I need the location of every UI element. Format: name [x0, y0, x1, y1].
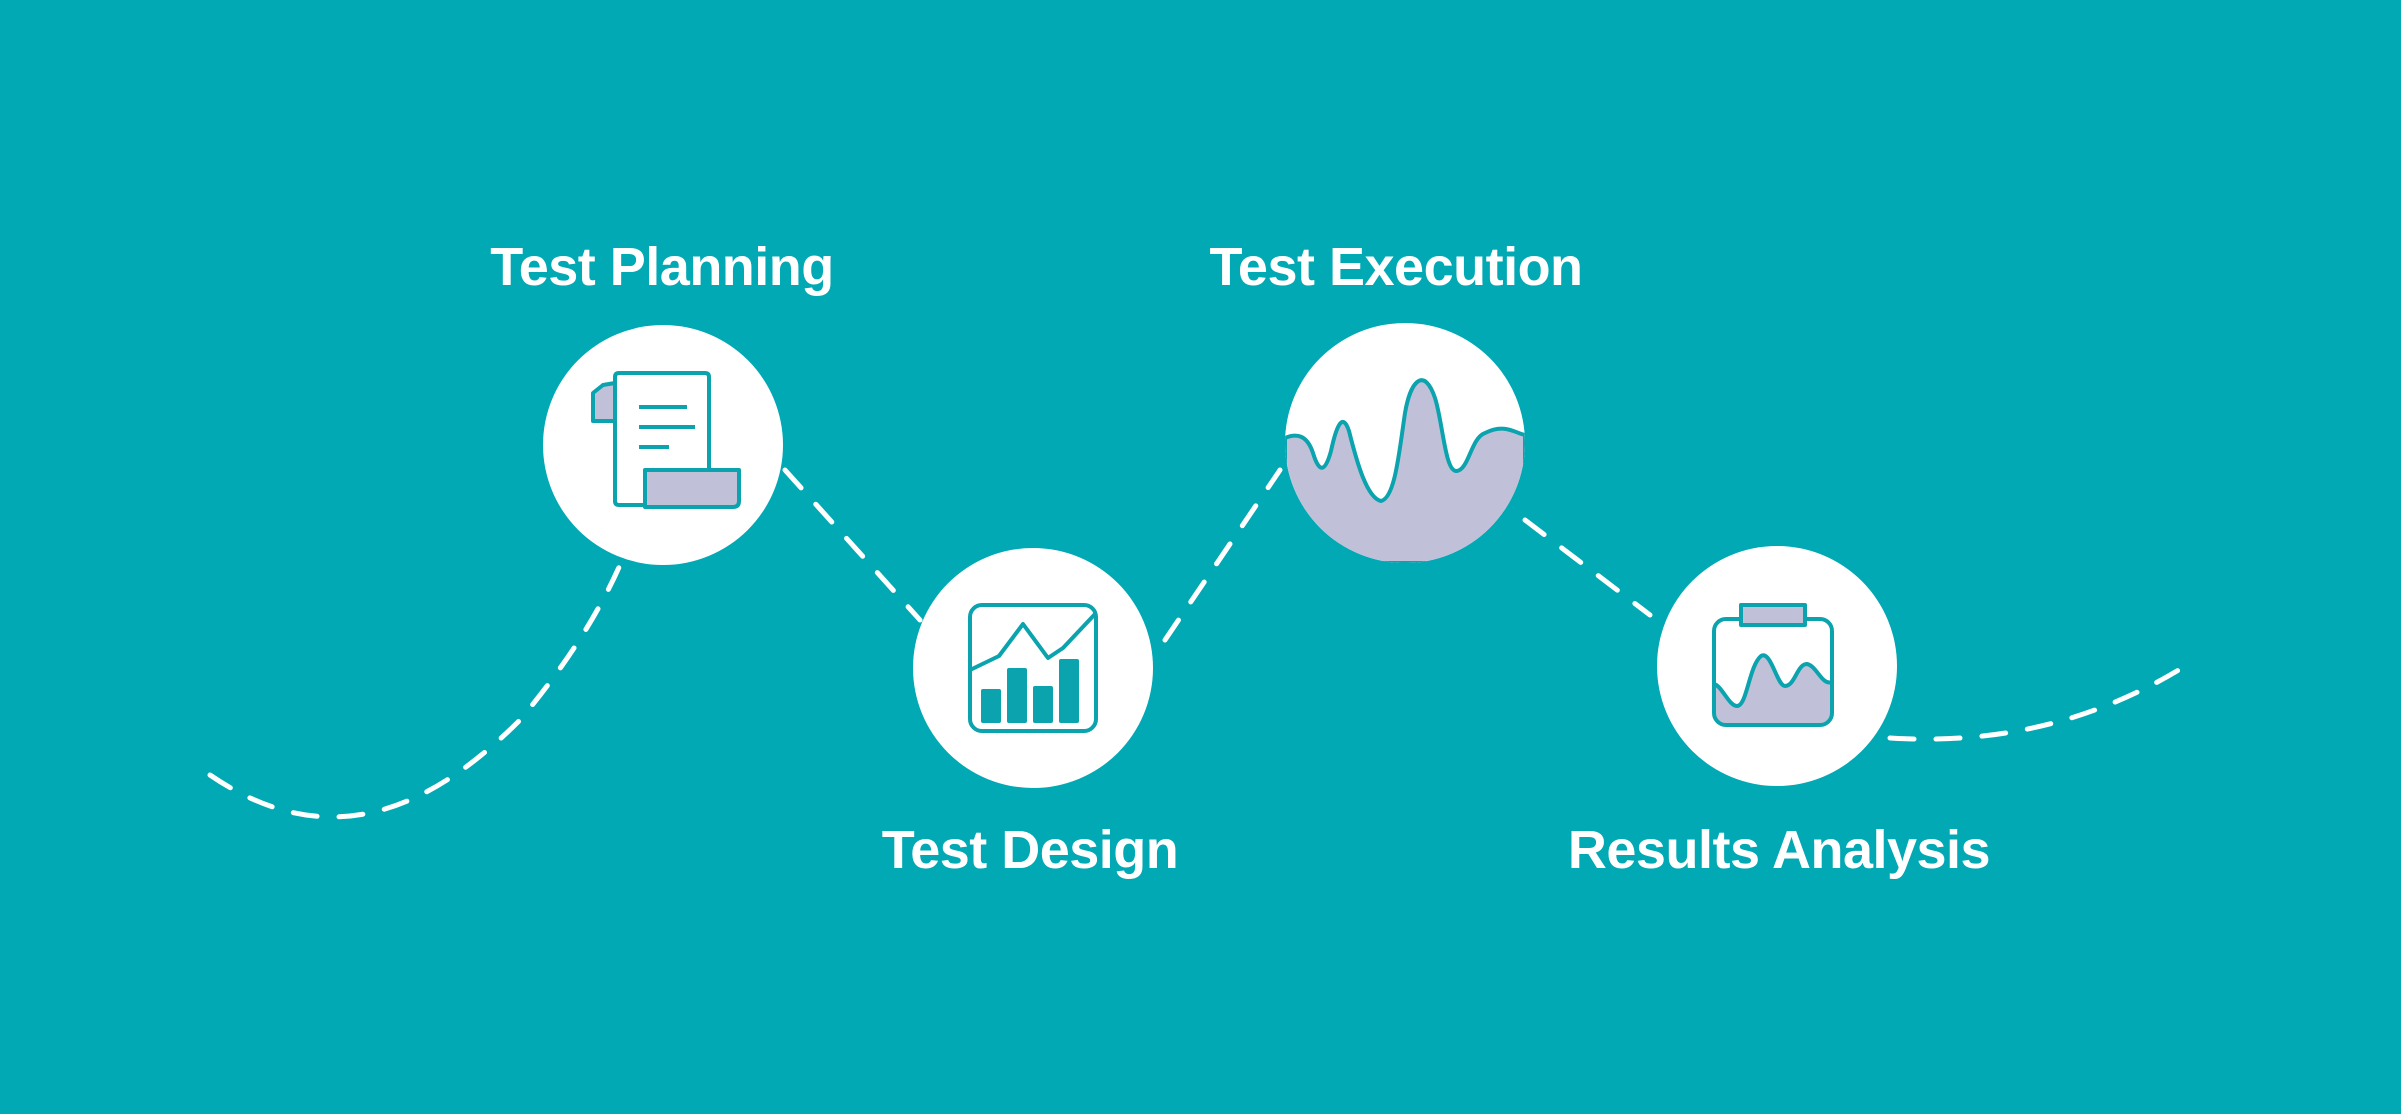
- step-node-design: [913, 548, 1153, 788]
- document-scroll-icon: [591, 371, 741, 509]
- path-segment-planning-design: [782, 467, 923, 623]
- step-label-analysis: Results Analysis: [1567, 820, 1991, 880]
- path-segment-design-execution: [1162, 467, 1283, 643]
- path-segment-execution-analysis: [1522, 517, 1653, 618]
- step-node-execution: [1285, 323, 1525, 563]
- step-label-planning: Test Planning: [490, 237, 834, 297]
- chart-panel-icon: [968, 603, 1098, 733]
- clipboard-wave-icon: [1712, 603, 1834, 727]
- step-label-design: Test Design: [881, 820, 1179, 880]
- step-node-analysis: [1657, 546, 1897, 786]
- step-label-execution: Test Execution: [1209, 237, 1583, 297]
- step-node-planning: [543, 325, 783, 565]
- path-segment-start: [207, 562, 623, 820]
- waveform-icon: [1285, 378, 1525, 563]
- path-segment-end: [1887, 660, 2193, 742]
